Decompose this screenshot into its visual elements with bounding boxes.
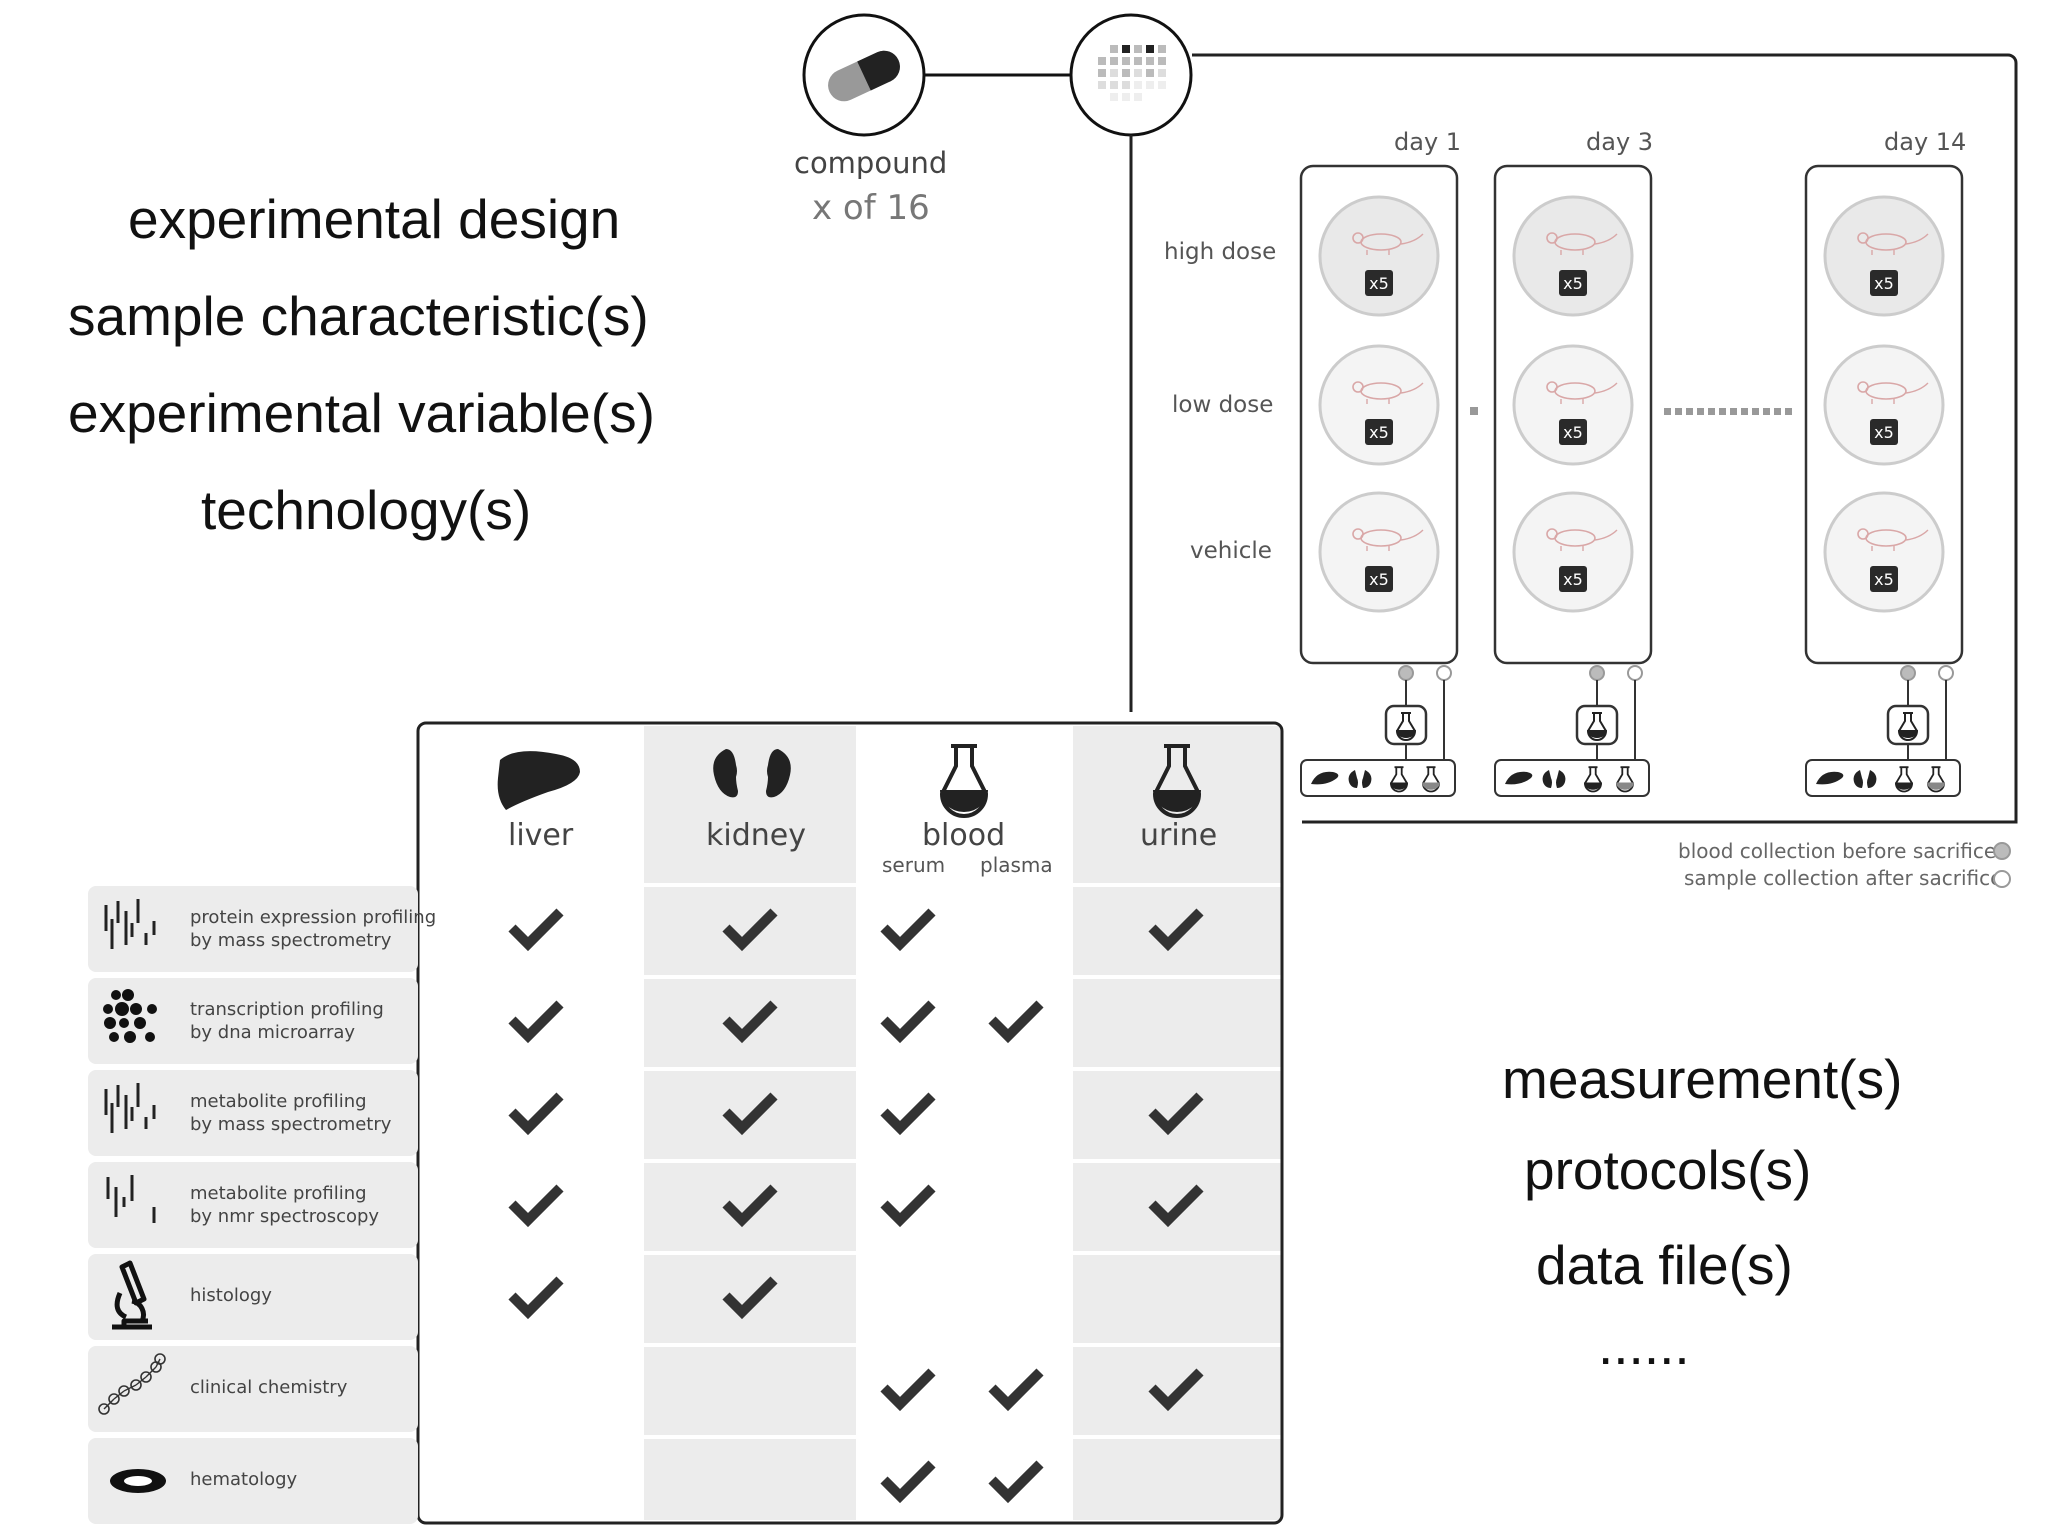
animal-group: x5 <box>1823 195 1945 317</box>
check-mark <box>884 912 932 944</box>
collection-group <box>1806 665 1960 796</box>
label-technologies: technology(s) <box>201 479 532 541</box>
column-sublabel-serum: serum <box>882 853 946 877</box>
day-label-3: day 14 <box>1884 128 1967 156</box>
study-frame <box>1192 53 2018 824</box>
legend-before: blood collection before sacrifice <box>1678 839 1997 863</box>
mass-spec-icon <box>104 1083 156 1133</box>
assay-row-label: histology <box>190 1285 272 1306</box>
day-label-2: day 3 <box>1586 128 1654 156</box>
group-size-badge: x5 <box>1874 423 1894 442</box>
day-label-1: day 1 <box>1394 128 1462 156</box>
microscope-icon <box>112 1260 152 1330</box>
column-label-kidney: kidney <box>706 818 806 853</box>
collection-groups <box>1301 665 1960 796</box>
label-ellipsis: ...... <box>1598 1314 1690 1376</box>
label-experimental-variables: experimental variable(s) <box>68 382 655 444</box>
group-size-badge: x5 <box>1874 570 1894 589</box>
check-mark <box>884 1004 932 1036</box>
organ-strip <box>1806 760 1960 796</box>
group-size-badge: x5 <box>1369 274 1389 293</box>
check-mark <box>992 1004 1040 1036</box>
assay-row-labels <box>88 886 418 1524</box>
check-mark <box>512 1280 560 1312</box>
label-protocols: protocols(s) <box>1524 1139 1812 1201</box>
check-mark <box>992 1464 1040 1496</box>
column-label-urine: urine <box>1140 818 1218 853</box>
check-mark <box>512 1096 560 1128</box>
check-mark <box>884 1372 932 1404</box>
group-size-badge: x5 <box>1874 274 1894 293</box>
animal-group: x5 <box>1512 344 1634 466</box>
molecule-icon <box>98 1353 166 1415</box>
check-mark <box>884 1096 932 1128</box>
compound-label: compound <box>794 146 948 180</box>
animal-group: x5 <box>1823 491 1945 613</box>
check-mark <box>884 1464 932 1496</box>
collection-group <box>1495 665 1649 796</box>
compound-node <box>802 13 926 137</box>
assay-row <box>88 1070 418 1156</box>
animal-group: x5 <box>1318 344 1440 466</box>
label-sample-characteristics: sample characteristic(s) <box>68 285 649 347</box>
microarray-icon <box>103 989 157 1043</box>
label-measurements: measurement(s) <box>1502 1048 1903 1110</box>
label-data-files: data file(s) <box>1536 1234 1793 1296</box>
dose-label-low: low dose <box>1172 392 1274 418</box>
column-sublabel-plasma: plasma <box>980 853 1053 877</box>
animal-group: x5 <box>1512 491 1634 613</box>
check-mark <box>512 912 560 944</box>
group-node <box>1069 13 1193 137</box>
assay-row <box>88 978 418 1064</box>
assay-row <box>88 1346 418 1432</box>
column-label-blood: blood <box>922 818 1006 853</box>
group-size-badge: x5 <box>1369 423 1389 442</box>
liver-icon <box>497 751 580 810</box>
organ-strip <box>1495 760 1649 796</box>
group-size-badge: x5 <box>1563 274 1583 293</box>
dose-label-vehicle: vehicle <box>1190 538 1272 564</box>
mass-spec-icon <box>104 899 156 949</box>
organ-strip <box>1301 760 1455 796</box>
animal-group: x5 <box>1318 195 1440 317</box>
assay-row-label: clinical chemistry <box>190 1377 348 1398</box>
assay-row <box>88 1162 418 1248</box>
group-size-badge: x5 <box>1563 423 1583 442</box>
legend-marker-before <box>1993 842 2011 860</box>
dose-label-high: high dose <box>1164 239 1277 265</box>
animal-group: x5 <box>1318 491 1440 613</box>
assay-row <box>88 1438 418 1524</box>
check-mark <box>992 1372 1040 1404</box>
legend-marker-after <box>1993 870 2011 888</box>
assay-row-label: hematology <box>190 1469 298 1490</box>
compound-count: x of 16 <box>812 188 930 228</box>
nmr-icon <box>106 1175 156 1223</box>
group-size-badge: x5 <box>1369 570 1389 589</box>
animal-groups: x5 x5 x5 x5 x5 x5 x5 x5 x5 <box>1318 195 1945 613</box>
group-size-badge: x5 <box>1563 570 1583 589</box>
flask-icon <box>938 744 990 818</box>
collection-group <box>1301 665 1455 796</box>
ellipsis-dots <box>1664 408 1792 415</box>
check-mark <box>512 1004 560 1036</box>
check-mark <box>884 1188 932 1220</box>
legend-after: sample collection after sacrifice <box>1684 866 2003 890</box>
animal-group: x5 <box>1512 195 1634 317</box>
animal-group: x5 <box>1823 344 1945 466</box>
label-experimental-design: experimental design <box>128 188 621 250</box>
blood-cell-icon <box>110 1469 166 1493</box>
column-label-liver: liver <box>508 818 574 853</box>
assay-row <box>88 1254 418 1340</box>
assay-row <box>88 886 418 972</box>
check-mark <box>512 1188 560 1220</box>
